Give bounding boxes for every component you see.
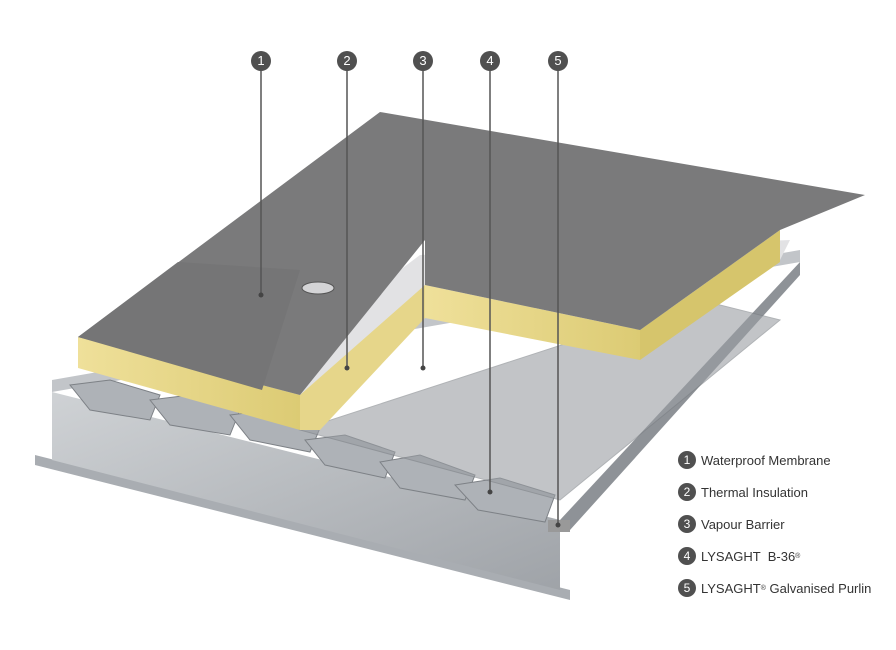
legend-number: 1 <box>678 451 696 469</box>
legend-item: 2 Thermal Insulation <box>678 476 871 508</box>
thermal-insulation <box>78 230 780 430</box>
registered-mark: ® <box>760 584 766 592</box>
legend-number: 3 <box>678 515 696 533</box>
legend-label-suffix: Galvanised Purlin <box>765 580 872 596</box>
legend-label: Vapour Barrier <box>701 516 785 532</box>
legend-number: 5 <box>678 579 696 597</box>
vapour-barrier <box>262 240 790 410</box>
callout-marker-4: 4 <box>480 51 500 71</box>
leader-dots <box>258 292 561 528</box>
legend-item: 4 LYSAGHT B-36® <box>678 540 871 572</box>
legend-number: 2 <box>678 483 696 501</box>
legend-label: LYSAGHT B-36 <box>701 548 796 564</box>
legend-label: Waterproof Membrane <box>701 452 831 468</box>
waterproof-membrane <box>78 112 865 395</box>
callout-marker-5: 5 <box>548 51 568 71</box>
legend-label: Thermal Insulation <box>701 484 808 500</box>
legend-label: LYSAGHT <box>701 580 761 596</box>
legend: 1 Waterproof Membrane 2 Thermal Insulation… <box>678 444 871 604</box>
legend-item: 1 Waterproof Membrane <box>678 444 871 476</box>
legend-item: 5 LYSAGHT® Galvanised Purlin <box>678 572 871 604</box>
legend-item: 3 Vapour Barrier <box>678 508 871 540</box>
legend-number: 4 <box>678 547 696 565</box>
callout-marker-3: 3 <box>413 51 433 71</box>
callout-marker-2: 2 <box>337 51 357 71</box>
registered-mark: ® <box>795 552 801 560</box>
leader-lines <box>260 70 559 525</box>
callout-marker-1: 1 <box>251 51 271 71</box>
